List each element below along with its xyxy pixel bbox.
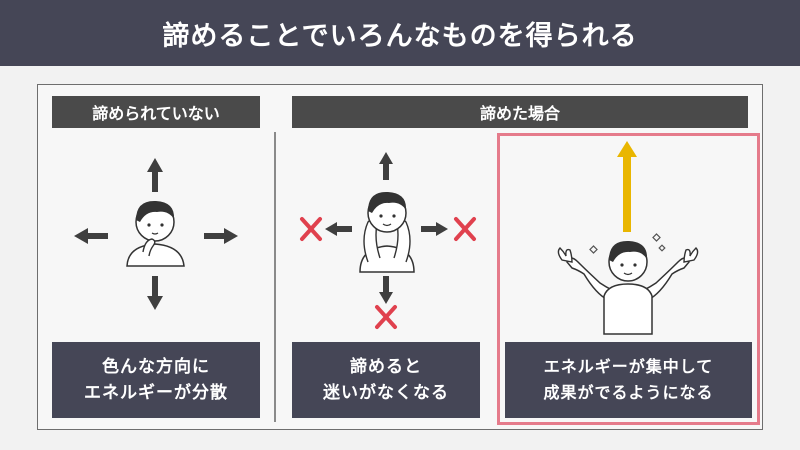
caption-right-line1: エネルギーが集中して [543, 357, 714, 376]
sparkle-icon [652, 233, 661, 242]
person-thinking-illustration [126, 200, 185, 267]
direction-arrows-left [74, 158, 238, 310]
label-given-up: 諦めた場合 [292, 96, 748, 128]
sparkle-icon [589, 245, 598, 254]
arrow-down-icon [147, 276, 163, 310]
arrow-left-icon [74, 228, 108, 244]
caption-middle: 諦めると 迷いがなくなる [292, 342, 480, 418]
energy-arrow [617, 141, 637, 232]
sparkle-icon [658, 244, 666, 252]
caption-left-line1: 色んな方向に [102, 357, 210, 377]
arrow-up-icon [147, 158, 163, 192]
page-title: 諦めることでいろんなものを得られる [0, 0, 800, 66]
arrow-up-icon [617, 141, 637, 232]
arrow-right-icon [421, 222, 448, 236]
caption-right: エネルギーが集中して 成果がでるようになる [505, 342, 752, 418]
cross-icon [375, 305, 397, 329]
arrow-right-icon [204, 228, 238, 244]
cross-icon [454, 217, 476, 241]
blocked-directions [300, 217, 476, 329]
arrow-up-icon [379, 152, 393, 180]
person-cheering-illustration [557, 233, 699, 335]
arrow-left-icon [325, 222, 352, 236]
caption-left-line2: エネルギーが分散 [84, 383, 228, 403]
caption-middle-line1: 諦めると [350, 357, 422, 377]
arrow-down-icon [379, 276, 393, 304]
label-not-given-up: 諦められていない [52, 96, 260, 128]
caption-right-line2: 成果がでるようになる [543, 383, 714, 402]
focus-highlight-frame [497, 133, 760, 425]
caption-middle-line2: 迷いがなくなる [323, 383, 449, 403]
direction-arrows-middle [325, 152, 448, 304]
person-relieved-illustration [359, 191, 415, 273]
caption-left: 色んな方向に エネルギーが分散 [52, 342, 260, 418]
cross-icon [300, 217, 322, 241]
section-divider [274, 132, 276, 422]
